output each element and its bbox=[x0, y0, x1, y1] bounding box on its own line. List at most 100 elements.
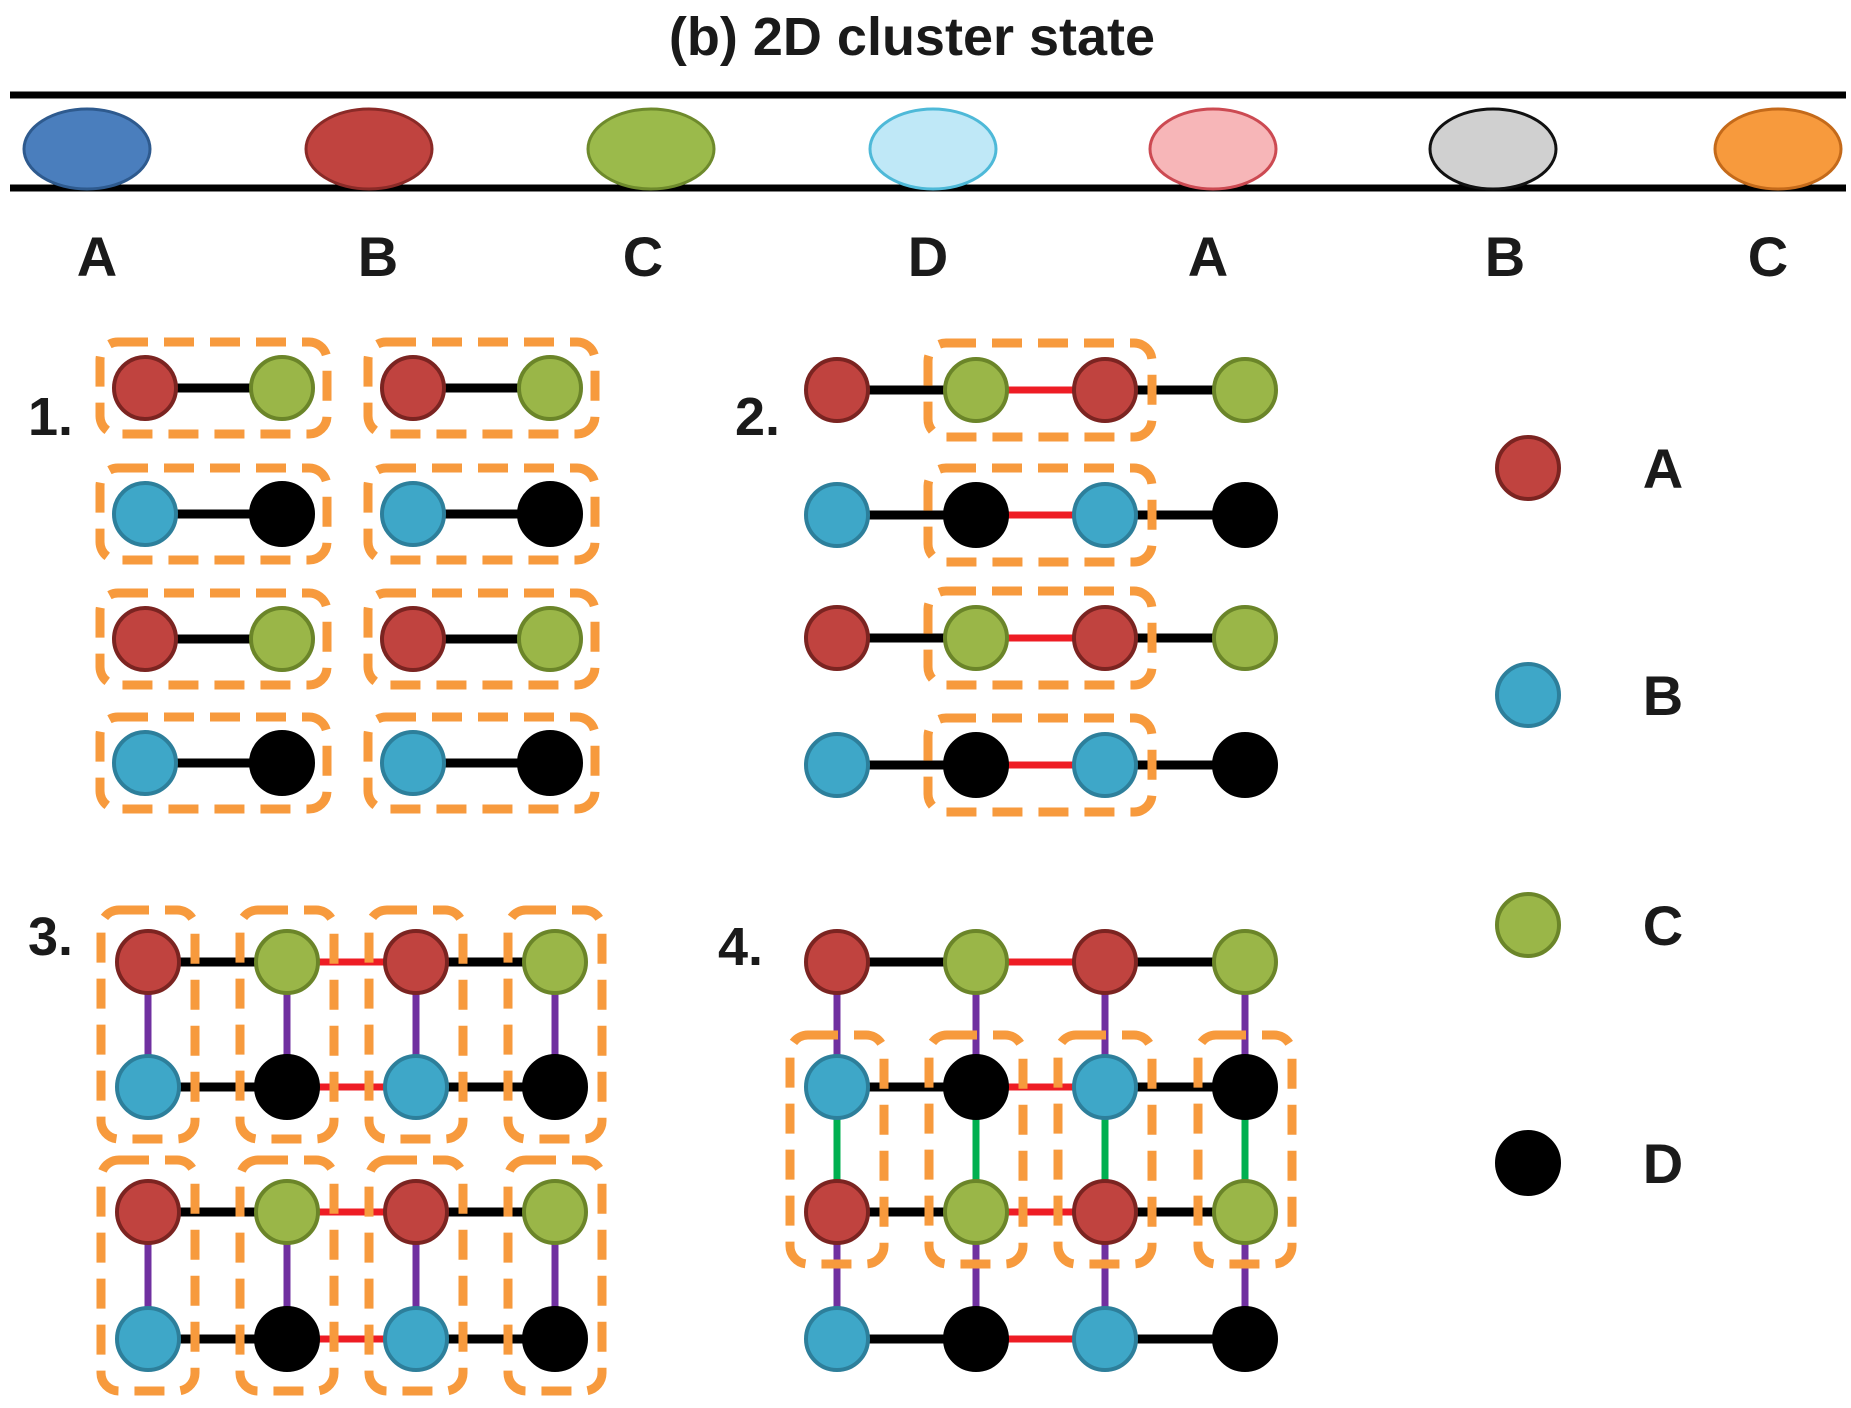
grouping-box bbox=[364, 905, 468, 1144]
qubit-c bbox=[943, 929, 1009, 995]
qubit-c bbox=[254, 1179, 320, 1245]
qubit-b bbox=[115, 1054, 181, 1120]
qubit-b bbox=[804, 732, 870, 798]
chain-qubit-a bbox=[22, 107, 152, 191]
grouping-box bbox=[96, 905, 200, 1144]
grouping-box bbox=[235, 905, 339, 1144]
qubit-a bbox=[1072, 357, 1138, 423]
qubit-a bbox=[112, 355, 178, 421]
qubit-c bbox=[943, 357, 1009, 423]
qubit-b bbox=[112, 730, 178, 796]
qubit-b bbox=[383, 1306, 449, 1372]
chain-qubit-b bbox=[304, 107, 434, 191]
qubit-a bbox=[804, 605, 870, 671]
qubit-a bbox=[380, 606, 446, 672]
qubit-d bbox=[1212, 1054, 1278, 1120]
legend-label-b: B bbox=[1643, 664, 1683, 727]
qubit-b bbox=[383, 1054, 449, 1120]
chain-label: A bbox=[77, 225, 117, 288]
figure-title: (b) 2D cluster state bbox=[669, 7, 1155, 67]
qubit-b bbox=[1072, 482, 1138, 548]
step-label-3: 3. bbox=[28, 907, 73, 967]
step-label-2: 2. bbox=[735, 387, 780, 447]
chain-label: C bbox=[1748, 225, 1788, 288]
qubit-d bbox=[517, 481, 583, 547]
grouping-box bbox=[96, 1155, 200, 1396]
qubit-a bbox=[115, 929, 181, 995]
qubit-a bbox=[115, 1179, 181, 1245]
qubit-c bbox=[1212, 357, 1278, 423]
grouping-box bbox=[363, 463, 600, 565]
chain-qubit-a bbox=[1148, 107, 1278, 191]
qubit-b bbox=[380, 481, 446, 547]
grouping-box-layer bbox=[95, 337, 1297, 1396]
grouping-box bbox=[95, 337, 332, 439]
qubit-c bbox=[517, 355, 583, 421]
chain-label: C bbox=[623, 225, 663, 288]
qubit-d bbox=[254, 1054, 320, 1120]
grouping-box bbox=[924, 1030, 1028, 1269]
chain-qubit-b bbox=[1428, 107, 1558, 191]
legend-label-a: A bbox=[1643, 437, 1683, 500]
qubit-b bbox=[804, 1306, 870, 1372]
qubit-d bbox=[249, 730, 315, 796]
qubit-d bbox=[522, 1054, 588, 1120]
grouping-box bbox=[923, 463, 1157, 567]
qubit-d bbox=[1212, 482, 1278, 548]
step-label-layer: 1. 2. 3. 4. bbox=[28, 387, 780, 977]
qubit-c bbox=[1212, 605, 1278, 671]
chain-label: B bbox=[1485, 225, 1525, 288]
qubit-d bbox=[1212, 732, 1278, 798]
grouping-box bbox=[235, 1155, 339, 1396]
qubit-a bbox=[380, 355, 446, 421]
qubit-d bbox=[943, 482, 1009, 548]
grouping-box bbox=[785, 1030, 889, 1269]
grouping-box bbox=[1193, 1030, 1297, 1269]
qubit-d bbox=[517, 730, 583, 796]
qubit-a bbox=[383, 929, 449, 995]
grouping-box bbox=[363, 588, 600, 690]
qubit-d bbox=[943, 732, 1009, 798]
grouping-box bbox=[923, 586, 1157, 690]
node-layer bbox=[112, 355, 1278, 1372]
qubit-d bbox=[249, 481, 315, 547]
qubit-c bbox=[522, 929, 588, 995]
grouping-box bbox=[503, 905, 607, 1144]
qubit-d bbox=[254, 1306, 320, 1372]
qubit-a bbox=[804, 357, 870, 423]
qubit-b bbox=[115, 1306, 181, 1372]
qubit-b bbox=[380, 730, 446, 796]
chain-qubit-d bbox=[868, 107, 998, 191]
qubit-a bbox=[1072, 1179, 1138, 1245]
qubit-a bbox=[112, 606, 178, 672]
qubit-b bbox=[1072, 1054, 1138, 1120]
qubit-d bbox=[943, 1306, 1009, 1372]
step-label-4: 4. bbox=[718, 917, 763, 977]
qubit-b bbox=[1072, 1306, 1138, 1372]
grouping-box bbox=[923, 713, 1157, 817]
chain-label: B bbox=[358, 225, 398, 288]
chain-qubit-c bbox=[1713, 107, 1843, 191]
qubit-a bbox=[804, 929, 870, 995]
qubit-d bbox=[1212, 1306, 1278, 1372]
qubit-c bbox=[522, 1179, 588, 1245]
grouping-box bbox=[923, 338, 1157, 442]
qubit-d bbox=[522, 1306, 588, 1372]
qubit-a bbox=[1072, 929, 1138, 995]
chain-label: D bbox=[908, 225, 948, 288]
qubit-c bbox=[254, 929, 320, 995]
qubit-c bbox=[1212, 1179, 1278, 1245]
grouping-box bbox=[95, 712, 332, 814]
qubit-c bbox=[517, 606, 583, 672]
chain-label: A bbox=[1188, 225, 1228, 288]
legend-swatch-d bbox=[1495, 1130, 1561, 1196]
grouping-box bbox=[95, 588, 332, 690]
qubit-a bbox=[383, 1179, 449, 1245]
qubit-c bbox=[943, 1179, 1009, 1245]
grouping-box bbox=[363, 337, 600, 439]
qubit-b bbox=[804, 482, 870, 548]
step-label-1: 1. bbox=[28, 387, 73, 447]
qubit-c bbox=[1212, 929, 1278, 995]
